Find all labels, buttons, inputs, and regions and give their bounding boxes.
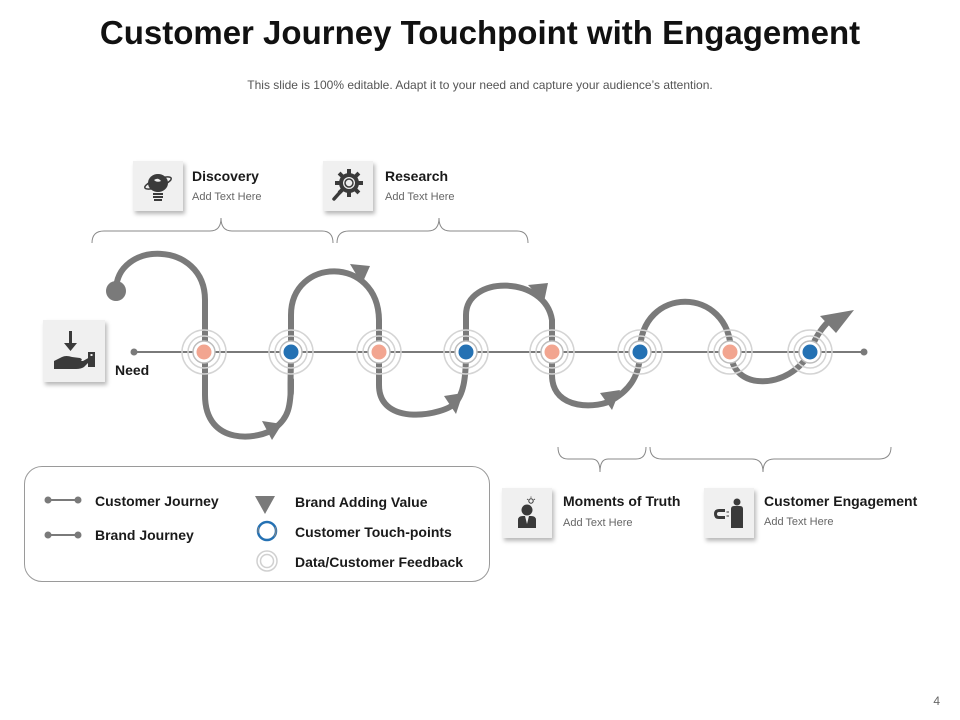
customer-journey-line — [130, 348, 868, 356]
hand-receive-icon — [54, 331, 95, 369]
legend-feedback-symbol — [256, 550, 278, 572]
legend-brand-adding-value-symbol — [255, 496, 275, 514]
brace-moments-of-truth — [557, 446, 647, 473]
research-text: Add Text Here — [385, 191, 455, 203]
customer-engagement-text: Add Text Here — [764, 516, 834, 528]
person-idea-icon — [518, 496, 536, 528]
customer-touchpoint — [617, 329, 663, 375]
brand-adding-value-arrow — [528, 283, 548, 302]
legend-box — [24, 466, 490, 582]
discovery-title: Discovery — [192, 168, 259, 184]
customer-engagement-title: Customer Engagement — [764, 493, 918, 509]
discovery-box — [133, 161, 183, 211]
research-title: Research — [385, 168, 449, 184]
customer-touchpoint — [268, 329, 314, 375]
feedback-touchpoint — [707, 329, 753, 375]
brace-research — [336, 217, 529, 244]
brand-adding-value-arrow — [820, 310, 854, 333]
brand-adding-value-arrow — [350, 264, 370, 284]
brand-journey-start-dot — [106, 281, 126, 301]
need-box — [43, 320, 105, 382]
legend-brand-journey-symbol — [44, 531, 82, 539]
legend-customer-journey-symbol — [44, 496, 82, 504]
lightbulb-globe-icon — [144, 174, 172, 201]
touchpoints — [181, 329, 833, 375]
moments-of-truth-box — [502, 488, 552, 538]
brace-discovery — [91, 217, 334, 244]
page-title: Customer Journey Touchpoint with Engagem… — [99, 14, 861, 51]
moments-of-truth-text: Add Text Here — [563, 517, 633, 529]
legend-feedback-label: Data/Customer Feedback — [295, 554, 464, 570]
customer-touchpoint — [787, 329, 833, 375]
legend-touch-points-label: Customer Touch-points — [295, 524, 452, 540]
brand-journey-connector — [272, 349, 643, 431]
legend-brand-journey-label: Brand Journey — [95, 527, 194, 543]
customer-touchpoint — [443, 329, 489, 375]
brace-customer-engagement — [649, 446, 892, 473]
gear-magnifier-icon — [332, 169, 363, 201]
brand-journey-path — [113, 250, 831, 440]
feedback-touchpoint — [181, 329, 227, 375]
legend-brand-adding-value-label: Brand Adding Value — [295, 494, 428, 510]
brand-adding-value-arrow — [600, 390, 620, 410]
research-box — [323, 161, 373, 211]
page-number: 4 — [933, 694, 940, 708]
customer-engagement-box — [704, 488, 754, 538]
feedback-touchpoint — [356, 329, 402, 375]
legend-touch-point-symbol — [256, 520, 278, 542]
need-label: Need — [115, 362, 150, 378]
moments-of-truth-title: Moments of Truth — [563, 493, 681, 509]
legend-customer-journey-label: Customer Journey — [95, 493, 219, 509]
page-subtitle: This slide is 100% editable. Adapt it to… — [247, 78, 713, 92]
brand-adding-value-arrow — [262, 421, 282, 440]
feedback-touchpoint — [529, 329, 575, 375]
discovery-text: Add Text Here — [192, 191, 262, 203]
brand-adding-value-arrow — [444, 393, 463, 414]
magnet-person-icon — [714, 498, 743, 528]
